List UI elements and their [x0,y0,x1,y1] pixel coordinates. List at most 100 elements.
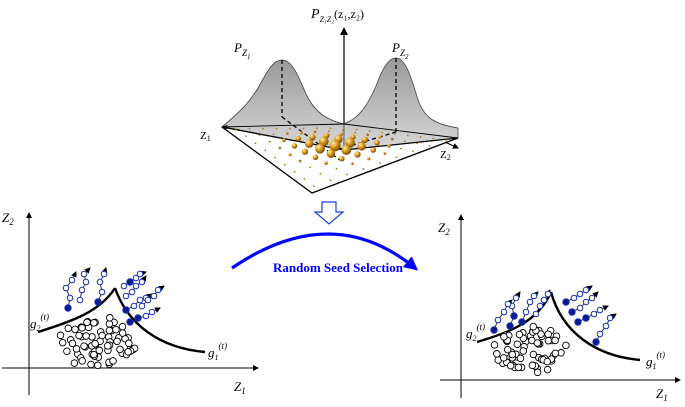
trajectory-point [136,270,144,278]
left-x-axis-label: Z1 [234,379,246,396]
right-y-axis-label: Z2 [438,220,450,237]
trajectory-point [596,330,604,338]
sphere [366,133,369,137]
right-boundary-g1 [549,291,641,362]
seed-point [582,314,590,322]
sample-point [78,324,86,332]
sphere [329,140,341,152]
right-plot: Z2 Z1 g2(t) g1(t) [438,214,681,403]
trajectory-point [504,300,512,308]
sample-point [116,345,124,354]
sphere [235,128,237,130]
random-seed-selection-label: Random Seed Selection [273,260,404,275]
sphere [275,127,278,130]
floor-axis-z1-label: Z1 [200,130,211,143]
sphere [272,133,275,136]
random-seed-arc-arrow [231,232,419,271]
right-g2-label: g2(t) [466,322,485,343]
sphere [318,136,329,147]
trajectory-point [582,298,590,306]
trajectory-point [512,294,520,302]
floor-back-edge-left [221,123,345,128]
trajectory-point [100,270,108,278]
trajectory-point [138,278,146,286]
sphere [394,133,396,135]
sample-point [490,341,499,349]
left-boundary-g2 [37,287,117,334]
seed-point [126,278,134,286]
sphere [403,140,406,143]
sphere [274,156,276,159]
sphere [258,134,261,137]
sample-spheres [235,127,447,187]
trajectory-point [570,294,578,302]
process-arrows: Random Seed Selection [231,201,419,275]
sphere [416,142,418,145]
right-g1-label: g1(t) [646,350,665,371]
trajectory-point [148,308,156,316]
sphere [391,137,394,141]
sample-point [78,357,86,365]
sample-point [104,342,112,350]
trajectory-point [522,308,530,316]
trajectory-point [98,288,106,296]
left-sample-points [56,314,139,370]
sample-point [58,338,67,347]
sphere [345,137,355,148]
sphere [289,127,291,130]
seed-point [506,322,514,330]
sphere [329,127,332,129]
sphere [339,155,345,162]
sample-point [537,330,545,338]
sphere [362,167,365,170]
sphere [278,146,282,150]
sphere [313,130,317,134]
sphere [299,131,303,135]
sample-point [513,340,522,348]
sample-point [98,331,106,340]
seed-point [568,308,576,316]
sample-point [500,333,508,341]
sphere [354,151,361,158]
sphere [326,149,336,158]
sample-point [533,339,542,347]
trajectory-point [76,296,84,304]
trajectory-point [588,294,596,302]
sphere [328,130,330,133]
sample-point [506,361,515,370]
sphere [378,135,382,139]
sphere [406,134,409,137]
sample-point [82,332,90,340]
sphere [329,179,332,182]
floor-axis-z2 [444,141,459,149]
floor-axis-z2-label: Z2 [440,149,451,162]
seed-point [490,326,498,334]
sphere [316,127,318,130]
trajectory-point [150,292,158,300]
trajectory-point [66,294,74,302]
sphere [342,129,344,132]
trajectory-point [576,304,584,312]
sample-point [70,359,79,367]
sample-point [106,314,114,322]
sample-point [91,339,99,348]
sphere [346,173,348,176]
sphere [264,149,267,152]
trajectory-point [540,296,548,304]
trajectory-point [530,292,538,300]
sphere [367,157,371,161]
left-y-axis-label: Z2 [2,210,14,227]
trajectory-point [62,284,70,292]
trajectory-point [80,270,88,278]
sample-point [124,348,132,356]
sample-point [56,331,65,340]
sphere [268,140,271,143]
sample-point [515,330,524,339]
sphere [312,154,319,161]
trajectory-point [500,308,508,316]
sample-point [63,347,71,355]
sphere [315,143,325,154]
marginal-z2-dash-floor [329,131,397,153]
sphere [254,142,257,145]
sample-point [125,339,133,348]
